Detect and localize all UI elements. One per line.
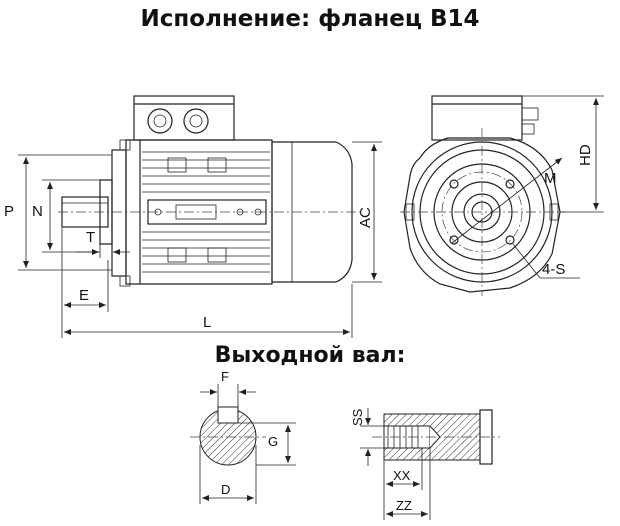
cooling-fins [142,151,270,273]
dim-label-G: G [268,434,278,449]
bolt-hole [449,235,459,245]
dim-label-L: L [203,314,211,331]
side-view: P N T E L AC [4,95,382,338]
bolt-hole [505,179,515,189]
front-housing [403,137,561,293]
shaft-end-view: SS XX ZZ [350,408,500,520]
front-terminal-box [431,95,523,141]
terminal-box [133,95,235,141]
dim-label-P: P [4,203,14,220]
shaft-section-title: Выходной вал: [214,343,406,368]
dim-label-E: E [79,287,89,304]
dim-label-HD: HD [577,144,594,166]
dim-label-M: M [544,170,557,187]
dim-label-AC: AC [357,207,374,228]
dim-label-N: N [32,203,43,220]
bolt-hole [449,179,459,189]
dim-label-F: F [221,369,229,384]
shaft [61,196,109,228]
dim-label-XX: XX [393,468,411,483]
page-title: Исполнение: фланец B14 [140,6,480,32]
shaft-section: F G D [190,369,296,504]
fan-cover [271,141,353,283]
dim-label-D: D [221,482,230,497]
bolt-hole [505,235,515,245]
dim-label-SS: SS [350,408,365,426]
flange-plate [111,149,127,277]
dim-label-4-S: 4-S [542,261,565,278]
dim-label-ZZ: ZZ [396,498,412,513]
dim-label-T: T [86,229,95,246]
key-slot [217,406,239,424]
front-view: M 4-S HD [400,95,604,296]
